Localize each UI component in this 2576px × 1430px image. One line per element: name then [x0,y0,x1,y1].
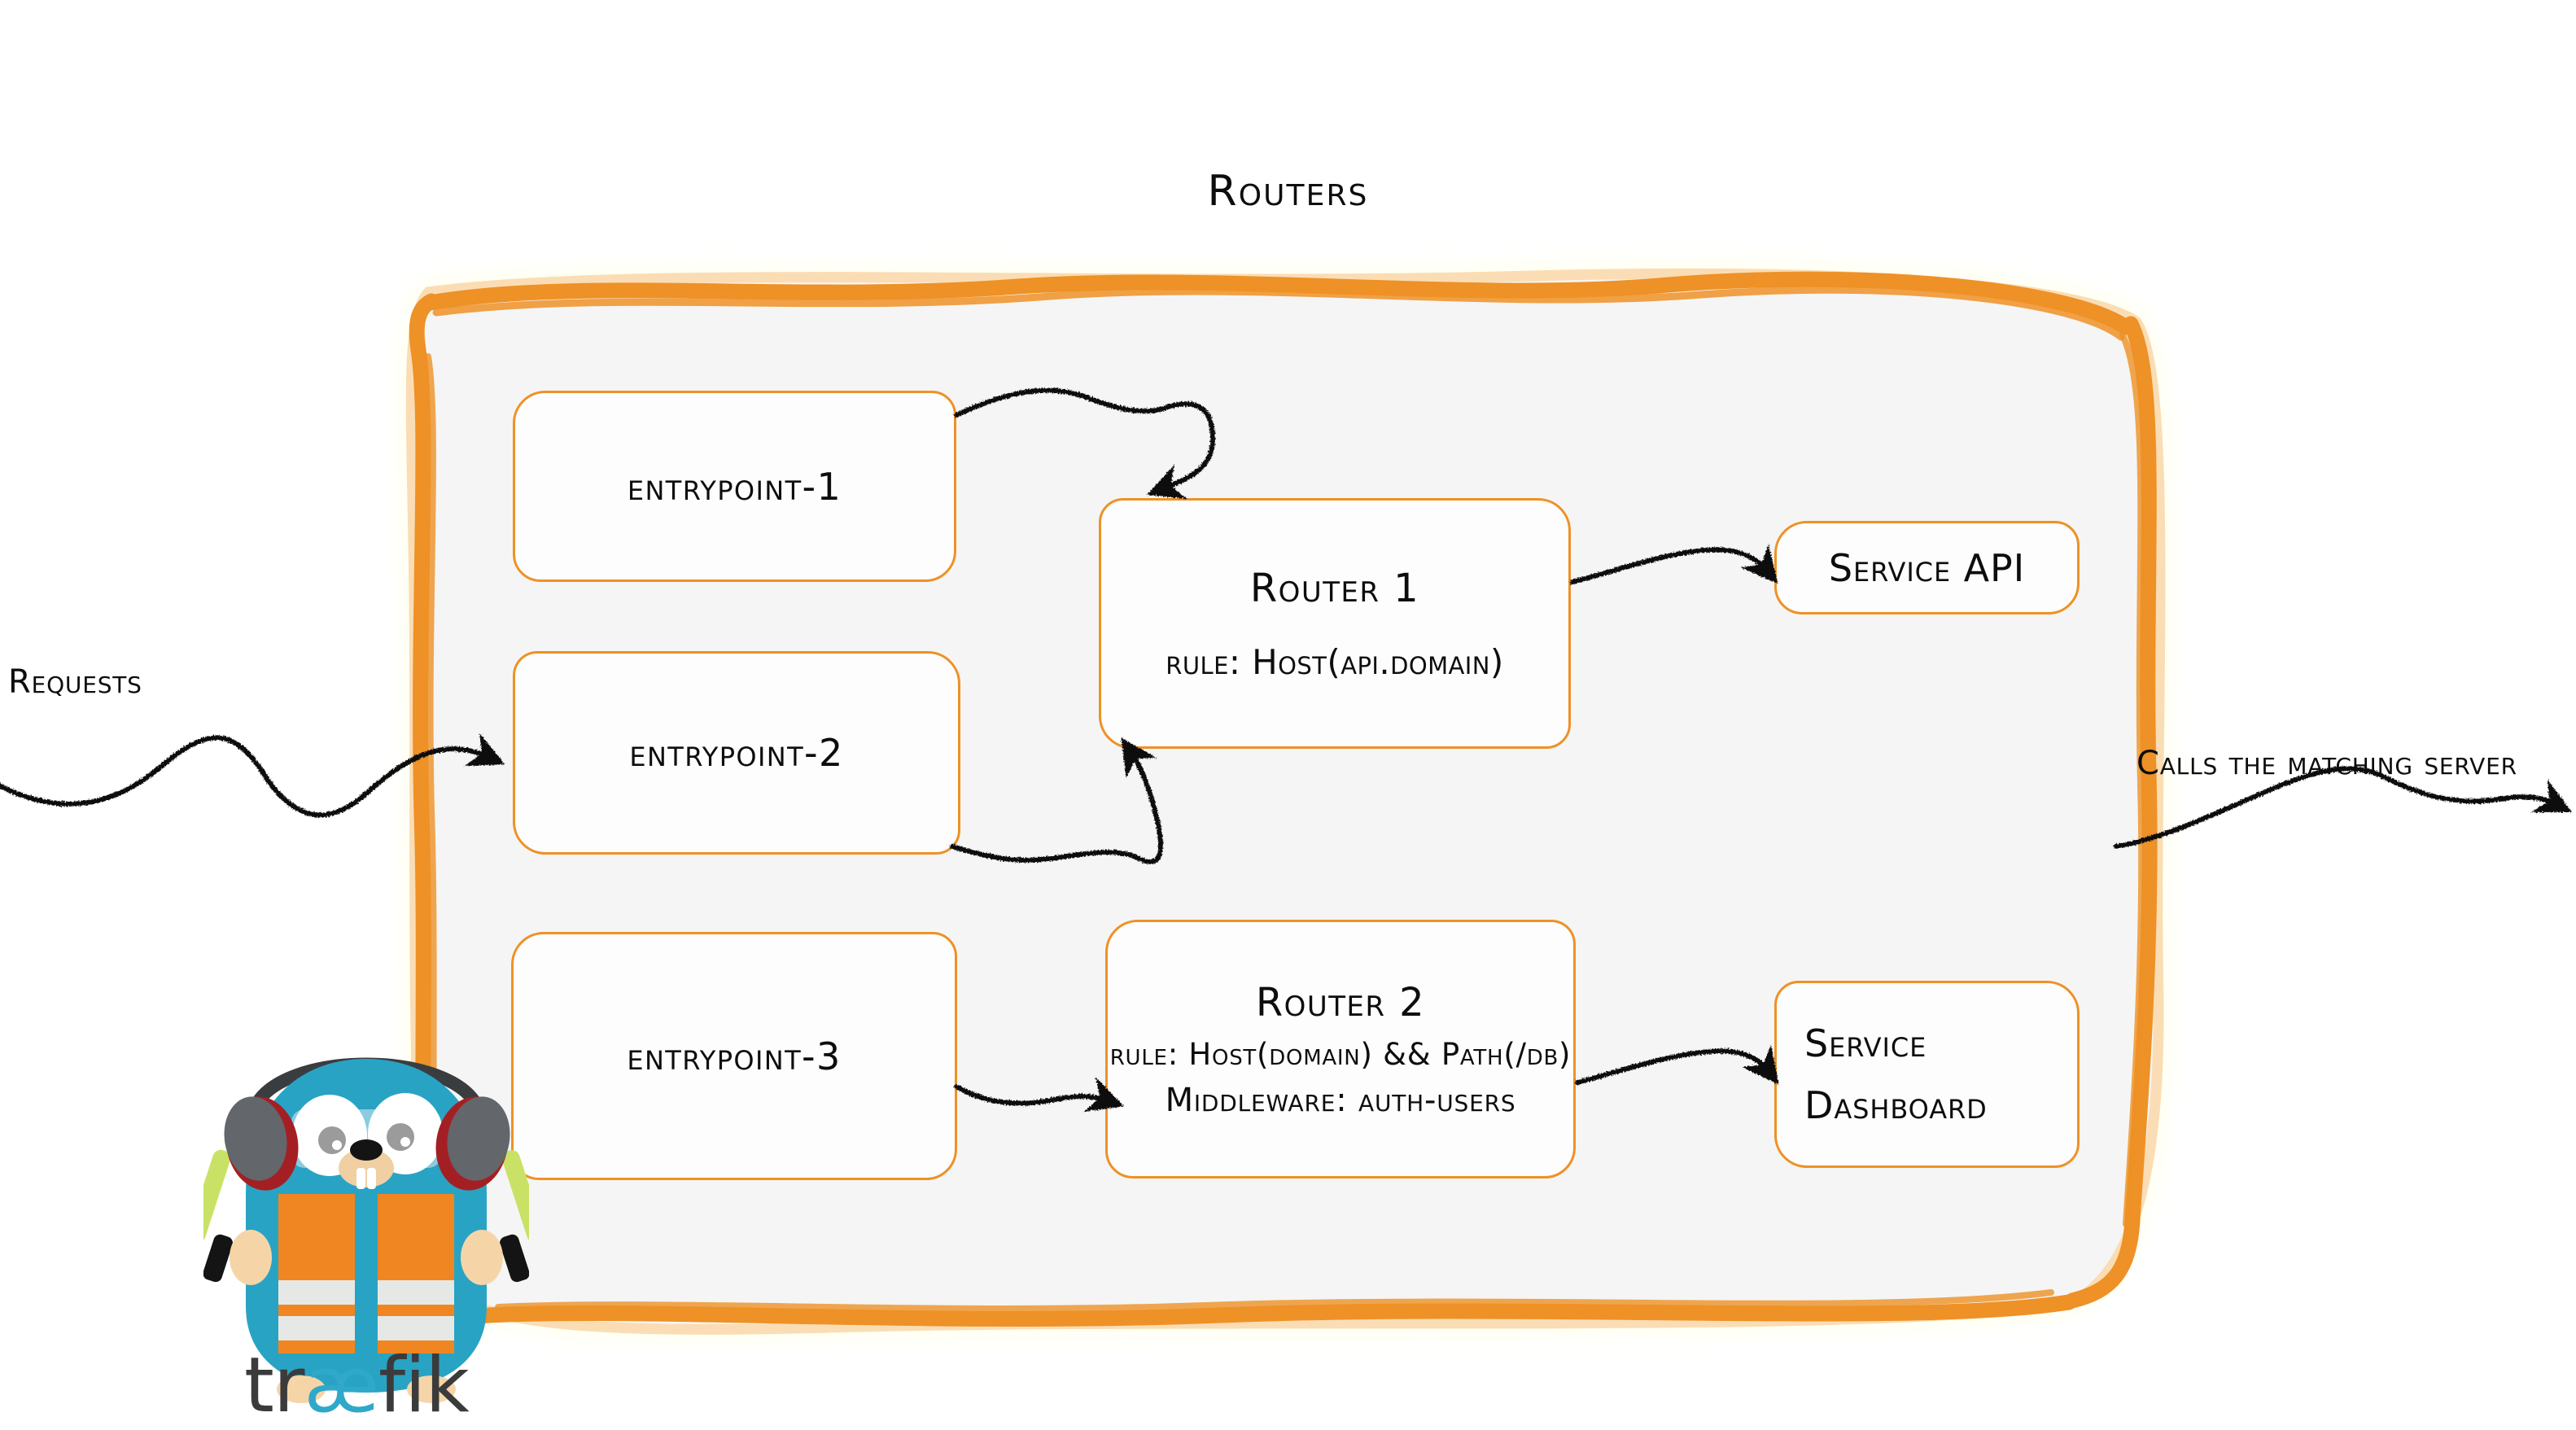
router-2-title: Router 2 [1255,979,1426,1025]
gopher-muzzle [339,1148,394,1187]
service-api-box[interactable]: Service API [1774,521,2080,614]
gopher-pupil-left [318,1126,346,1154]
router-2-middleware: Middleware: auth-users [1165,1081,1516,1119]
headphone-cup-left-icon [224,1096,299,1191]
entrypoint-3-label: entrypoint-3 [627,1034,842,1078]
eye-glint-right [400,1137,410,1147]
requests-caption-text: Requests [8,663,142,701]
entrypoint-1-label: entrypoint-1 [627,464,842,509]
router-2-rule: rule: Host(domain) && Path(/db) [1109,1036,1572,1072]
service-dashboard-box[interactable]: Service Dashboard [1774,981,2080,1168]
service-api-label: Service API [1828,545,2026,590]
traefik-mascot [203,1021,529,1408]
router-1-box[interactable]: Router 1 rule: Host(api.domain) [1099,498,1571,749]
gopher-foot-right [407,1375,456,1403]
gopher-hand-right [461,1230,503,1285]
service-dashboard-label-line1: Service [1804,1021,1927,1065]
diagram-title: Routers [0,167,2576,216]
requests-caption: Requests [8,663,142,701]
gopher-tooth-left [356,1168,365,1189]
gopher-nose-icon [350,1139,383,1161]
traefik-logo-accent: æ [304,1341,379,1430]
calls-server-caption: Calls the matching server [2136,745,2517,782]
entrypoint-3-box[interactable]: entrypoint-3 [511,932,957,1180]
gopher-tooth-right [367,1168,376,1189]
marshalling-wand-left-icon [203,1149,233,1283]
calls-server-caption-text: Calls the matching server [2136,745,2517,782]
entrypoint-2-label: entrypoint-2 [629,731,844,775]
traefik-logo-part1: tr [244,1341,305,1430]
gopher-pupil-right [387,1123,414,1151]
router-1-rule: rule: Host(api.domain) [1166,641,1504,682]
traefik-logo: træfik [244,1341,470,1430]
entrypoint-1-box[interactable]: entrypoint-1 [513,391,956,582]
gopher-hand-left [230,1230,272,1285]
gopher-foot-left [277,1375,326,1403]
eye-glint-left [332,1140,342,1150]
safety-vest [278,1194,454,1357]
router-2-box[interactable]: Router 2 rule: Host(domain) && Path(/db)… [1105,920,1576,1179]
gopher-illustration [203,1057,529,1403]
service-dashboard-label-line2: Dashboard [1804,1083,1988,1127]
marshalling-wand-right-icon [500,1150,529,1283]
traefik-logo-part2: fik [378,1341,470,1430]
router-1-title: Router 1 [1249,565,1420,611]
entrypoint-2-box[interactable]: entrypoint-2 [513,651,960,855]
diagram-title-text: Routers [1207,167,1369,216]
headphone-cup-right-icon [435,1096,510,1191]
